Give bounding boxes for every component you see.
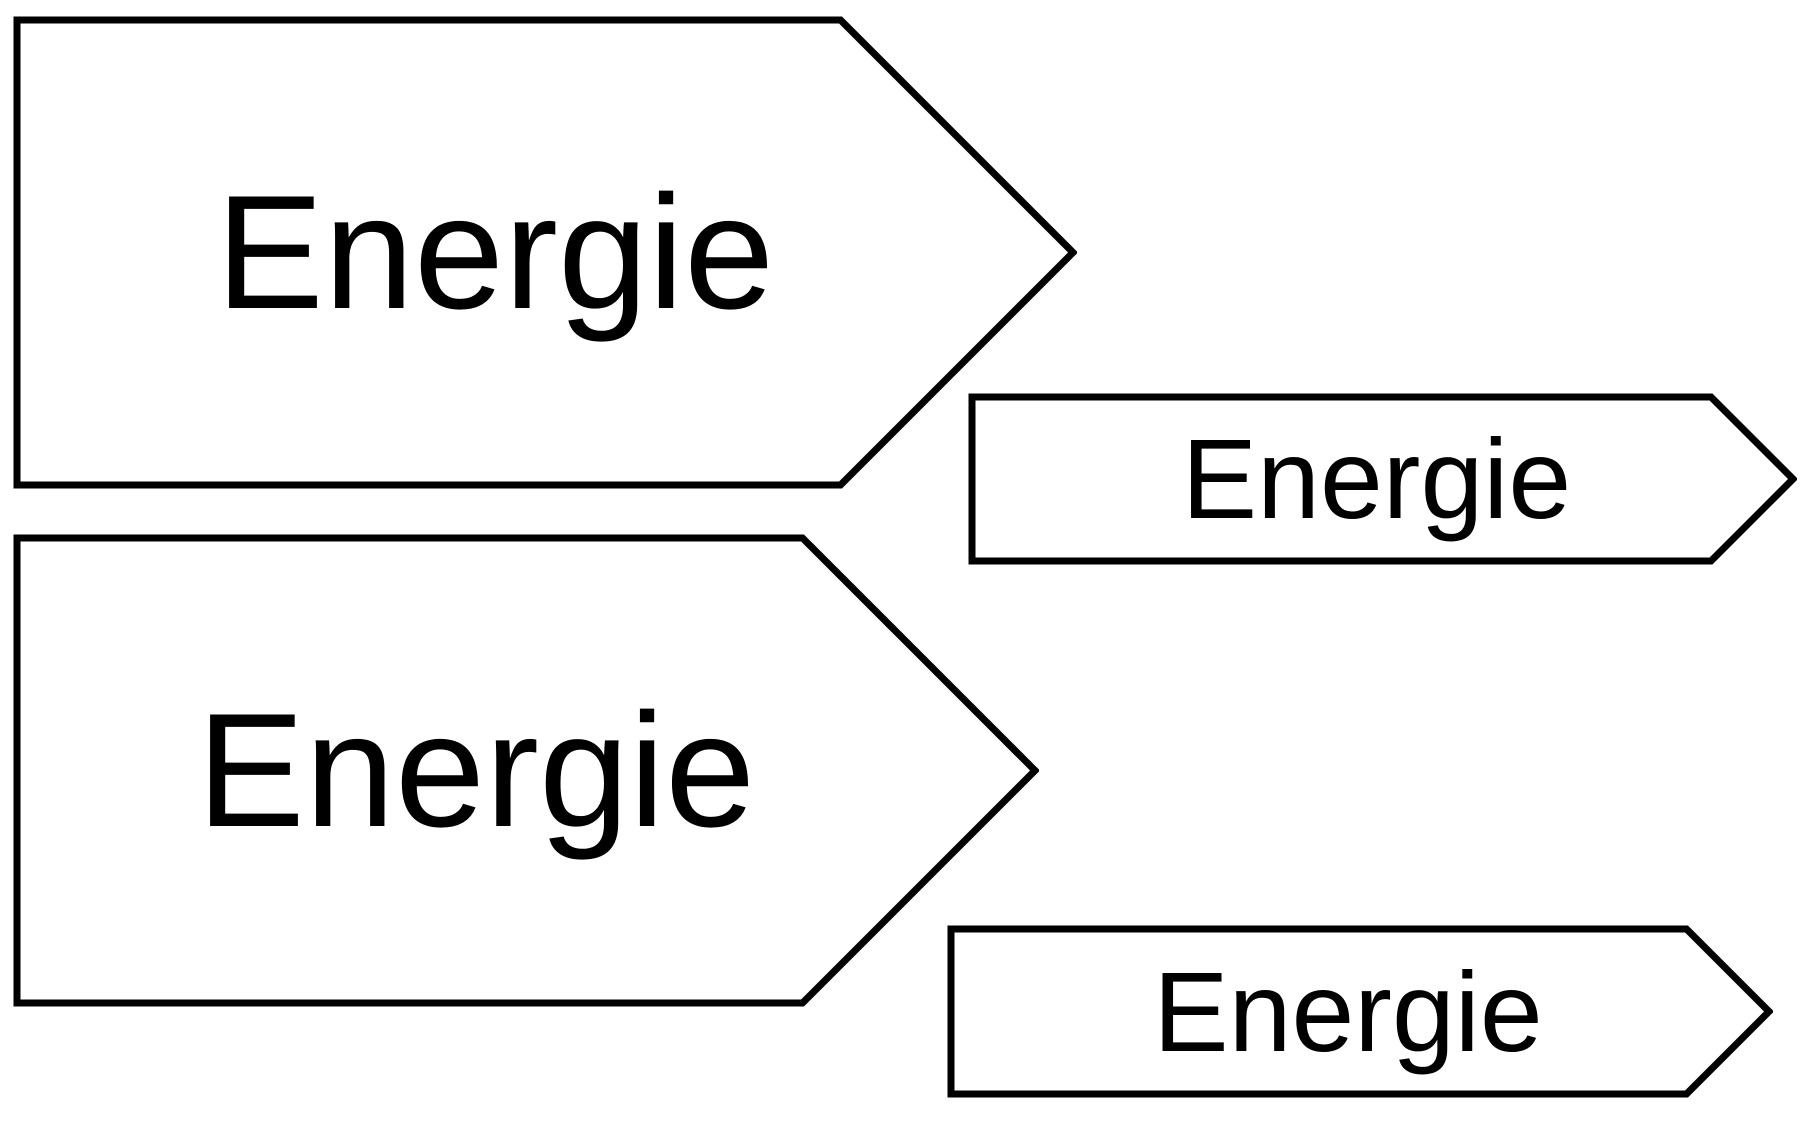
energy-arrow-large-top[interactable]: Energie [13, 16, 1077, 489]
arrow-polygon [13, 16, 1077, 489]
arrow-shape-outline [968, 393, 1797, 565]
arrow-polygon [947, 925, 1773, 1098]
arrow-shape-outline [947, 925, 1773, 1098]
energy-arrow-small-top[interactable]: Energie [968, 393, 1797, 565]
arrow-shape-outline [13, 534, 1039, 1007]
arrow-polygon [13, 534, 1039, 1007]
energy-arrow-large-bottom[interactable]: Energie [13, 534, 1039, 1007]
arrow-polygon [968, 393, 1797, 565]
arrow-shape-outline [13, 16, 1077, 489]
energy-arrow-small-bottom[interactable]: Energie [947, 925, 1773, 1098]
